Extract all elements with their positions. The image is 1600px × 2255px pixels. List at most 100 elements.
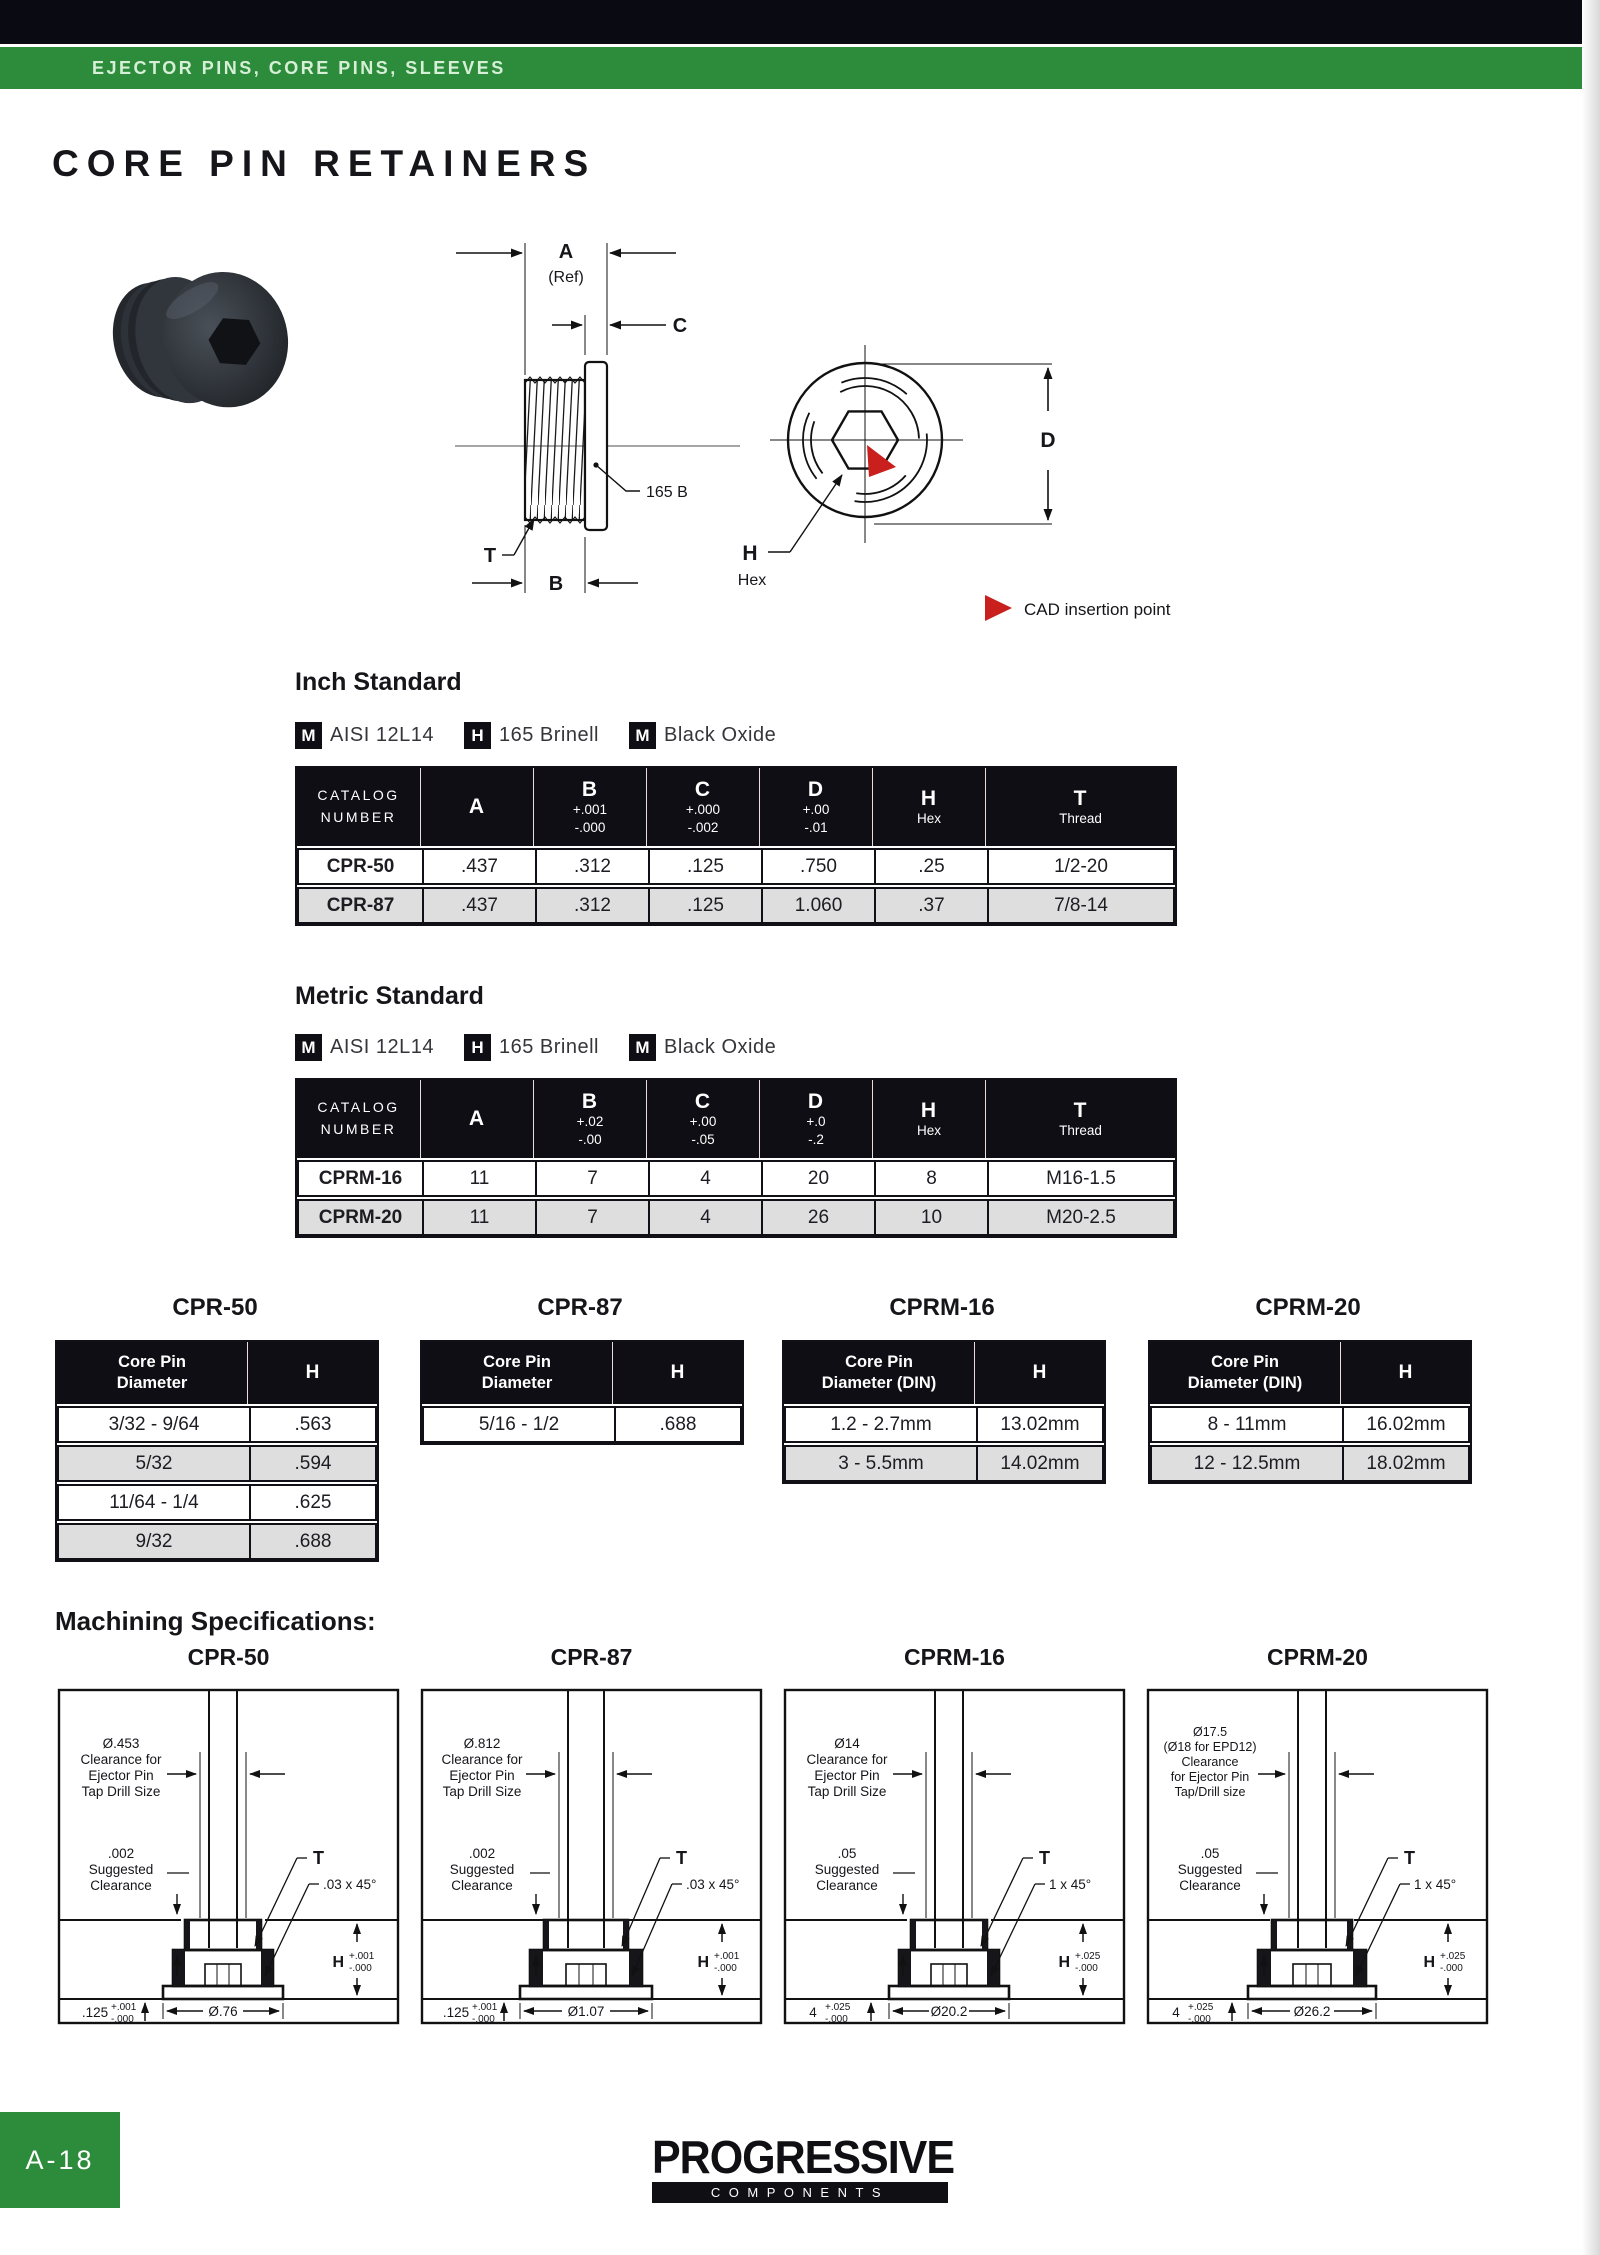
machining-diagram-cpr-50: Ø.453 Clearance for Ejector Pin Tap Dril… xyxy=(57,1688,400,2025)
suggested-clearance: .05 xyxy=(1201,1846,1220,1861)
dim-label-c: C xyxy=(673,315,687,337)
svg-text:(Ø18 for EPD12): (Ø18 for EPD12) xyxy=(1163,1740,1256,1754)
dia-dim: Ø20.2 xyxy=(931,2004,968,2019)
hex-label-sub: Hex xyxy=(738,572,766,589)
svg-text:Clearance: Clearance xyxy=(816,1878,878,1893)
svg-text:-.000: -.000 xyxy=(111,2014,134,2025)
finish-badge-label: Black Oxide xyxy=(663,724,777,746)
cad-legend-triangle-icon xyxy=(985,595,1012,621)
material-badge-icon: M xyxy=(295,1034,322,1061)
hex-label-h: H xyxy=(742,542,757,565)
machining-title-cprm-20: CPRM-20 xyxy=(1267,1644,1368,1670)
col-header-b: B+.001-.000 xyxy=(533,768,646,846)
chamfer-label: 1 x 45° xyxy=(1414,1877,1456,1892)
value-cell: 10 xyxy=(874,1201,987,1234)
value-cell: .125 xyxy=(648,889,761,922)
catalog-number-header: CATALOG NUMBER xyxy=(297,768,420,846)
svg-text:Clearance for: Clearance for xyxy=(80,1752,162,1767)
table-row: 3/32 - 9/64.563 xyxy=(57,1406,377,1443)
svg-text:Clearance for: Clearance for xyxy=(441,1752,523,1767)
h-table-title-cpr-50: CPR-50 xyxy=(172,1294,258,1321)
hardness-badge-label: 165 Brinell xyxy=(498,724,599,746)
svg-text:Clearance: Clearance xyxy=(451,1878,513,1893)
svg-text:+.025: +.025 xyxy=(1188,2002,1214,2013)
svg-text:-.000: -.000 xyxy=(714,1963,737,1974)
machining-diagram-cpr-87: Ø.812 Clearance for Ejector Pin Tap Dril… xyxy=(420,1688,763,2025)
technical-drawing: A (Ref) C 165 B T B D H Hex CAD insertio… xyxy=(455,241,1171,621)
h-table-title-cprm-16: CPRM-16 xyxy=(889,1294,995,1321)
inch-standard-table: CATALOG NUMBER A B+.001-.000 C+.000-.002… xyxy=(295,766,1177,926)
col-header-d: D+.0-.2 xyxy=(759,1080,872,1158)
side-view xyxy=(455,243,740,593)
svg-text:-.000: -.000 xyxy=(1440,1963,1463,1974)
value-cell: 7 xyxy=(535,1162,648,1195)
h-dim: H xyxy=(332,1954,344,1971)
h-header: H xyxy=(1340,1342,1470,1404)
svg-text:-.000: -.000 xyxy=(1188,2014,1211,2025)
catalog-header-line1: CATALOG xyxy=(317,1099,400,1116)
table-row: 9/32.688 xyxy=(57,1523,377,1560)
value-cell: .437 xyxy=(422,889,535,922)
value-cell: M20-2.5 xyxy=(987,1201,1173,1234)
svg-text:-.000: -.000 xyxy=(825,2014,848,2025)
clearance-dia: Ø.453 xyxy=(103,1736,140,1751)
value-cell: .25 xyxy=(874,850,987,883)
svg-text:for Ejector Pin: for Ejector Pin xyxy=(1171,1770,1250,1784)
t-label: T xyxy=(1404,1848,1415,1868)
depth-dim: 4 xyxy=(809,2005,817,2020)
h-table-title-cpr-87: CPR-87 xyxy=(537,1294,623,1321)
logo-wordmark: PROGRESSIVE xyxy=(652,2132,955,2184)
table-row-cprm-16: CPRM-16 11 7 4 20 8 M16-1.5 xyxy=(297,1160,1175,1197)
value-cell: 4 xyxy=(648,1162,761,1195)
cad-insertion-marker xyxy=(867,445,896,477)
machining-diagram-cprm-20: Ø17.5 (Ø18 for EPD12) Clearance for Ejec… xyxy=(1146,1688,1489,2025)
value-cell: 4 xyxy=(648,1201,761,1234)
dim-label-a-ref: (Ref) xyxy=(548,269,584,286)
category-bar: EJECTOR PINS, CORE PINS, SLEEVES xyxy=(0,47,1600,89)
svg-text:Clearance for: Clearance for xyxy=(806,1752,888,1767)
hardness-badge-label: 165 Brinell xyxy=(498,1036,599,1058)
col-header-c: C+.00-.05 xyxy=(646,1080,759,1158)
suggested-clearance: .002 xyxy=(108,1846,134,1861)
page-edge-shadow xyxy=(1582,0,1600,2255)
finish-badge-icon: M xyxy=(628,1034,656,1061)
svg-text:Ejector Pin: Ejector Pin xyxy=(449,1768,514,1783)
h-header: H xyxy=(247,1342,377,1404)
page-number-tab: A-18 xyxy=(0,2112,120,2208)
progressive-logo: PROGRESSIVE COMPONENTS xyxy=(652,2132,955,2204)
cad-note: CAD insertion point xyxy=(1024,600,1171,619)
t-label: T xyxy=(676,1848,687,1868)
dim-label-a: A xyxy=(559,241,573,263)
svg-text:Clearance: Clearance xyxy=(1179,1878,1241,1893)
value-cell: .125 xyxy=(648,850,761,883)
depth-dim: 4 xyxy=(1172,2005,1180,2020)
svg-text:Tap Drill Size: Tap Drill Size xyxy=(82,1784,161,1799)
value-cell: .312 xyxy=(535,889,648,922)
svg-text:Tap/Drill size: Tap/Drill size xyxy=(1175,1785,1246,1799)
dia-dim: Ø1.07 xyxy=(568,2004,605,2019)
svg-text:+.025: +.025 xyxy=(825,2002,851,2013)
value-cell: 8 xyxy=(874,1162,987,1195)
value-cell: 26 xyxy=(761,1201,874,1234)
machining-title-cpr-50: CPR-50 xyxy=(187,1644,270,1670)
value-cell: 11 xyxy=(422,1162,535,1195)
svg-text:Ejector Pin: Ejector Pin xyxy=(88,1768,153,1783)
svg-text:Suggested: Suggested xyxy=(450,1862,515,1877)
dim-label-t: T xyxy=(484,545,496,567)
table-row: 5/16 - 1/2.688 xyxy=(422,1406,742,1443)
value-cell: 20 xyxy=(761,1162,874,1195)
svg-text:+.025: +.025 xyxy=(1440,1951,1466,1962)
value-cell: 7/8-14 xyxy=(987,889,1173,922)
col-header-b: B+.02-.00 xyxy=(533,1080,646,1158)
clearance-dia: Ø.812 xyxy=(464,1736,501,1751)
table-header-row: CATALOG NUMBER A B+.02-.00 C+.00-.05 D+.… xyxy=(297,1080,1175,1158)
